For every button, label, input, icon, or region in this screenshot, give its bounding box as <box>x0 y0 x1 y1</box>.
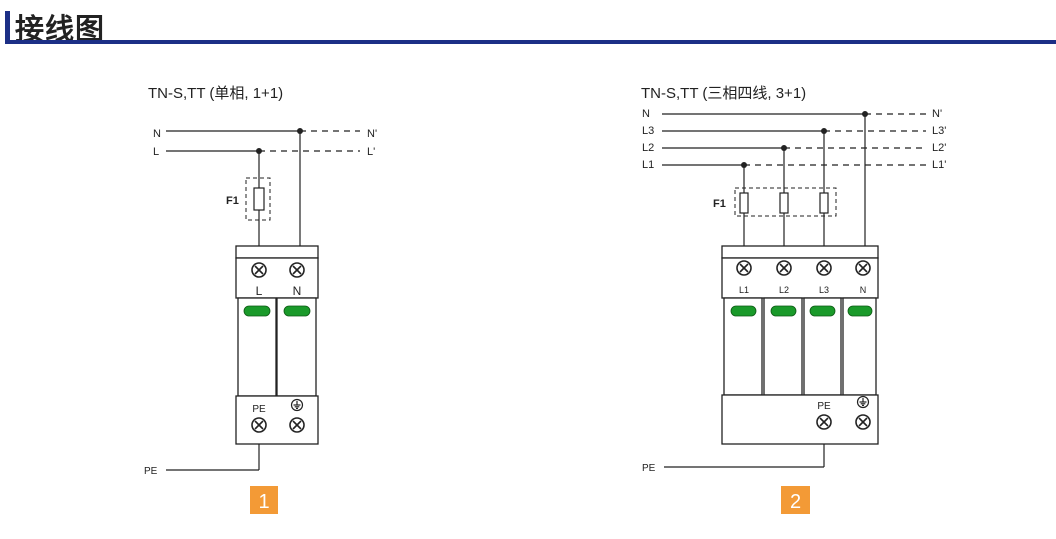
status-indicator <box>770 305 797 317</box>
ground-icon <box>290 398 304 412</box>
figure-number: 2 <box>790 491 801 513</box>
label-l1-out: L1' <box>932 159 946 171</box>
spd-device-3p: L1 L2 L3 N PE <box>721 245 879 445</box>
fuse-box <box>734 187 837 217</box>
status-indicator <box>243 305 271 317</box>
terminal-label-n: N <box>293 284 302 298</box>
label-n-out: N' <box>367 128 377 140</box>
header-divider <box>5 40 1056 44</box>
diagram1-title: TN-S,TT (单相, 1+1) <box>148 85 283 102</box>
terminal-label-l1: L1 <box>739 285 749 295</box>
fuse-label: F1 <box>226 195 239 207</box>
label-l1-in: L1 <box>642 159 654 171</box>
pe-terminal-label: PE <box>252 404 266 415</box>
fuse-label: F1 <box>713 198 726 210</box>
diagram2-title: TN-S,TT (三相四线, 3+1) <box>641 85 806 102</box>
terminal-label-l: L <box>256 284 263 298</box>
fuse-box <box>245 177 271 221</box>
spd-device-1p: L N PE <box>235 245 319 445</box>
terminal-screw-icon <box>855 414 871 430</box>
status-indicator <box>847 305 873 317</box>
fuse-icon <box>739 192 749 214</box>
fuse-icon <box>253 187 265 211</box>
label-l-in: L <box>153 146 159 158</box>
label-l2-in: L2 <box>642 142 654 154</box>
status-indicator <box>809 305 836 317</box>
diagram-three-phase: TN-S,TT (三相四线, 3+1) N L3 L2 L1 N' L3' L2… <box>641 85 946 514</box>
label-l3-in: L3 <box>642 125 654 137</box>
terminal-screw-icon <box>251 262 267 278</box>
label-n-out: N' <box>932 108 942 120</box>
label-l-out: L' <box>367 146 375 158</box>
figure-number-badge <box>781 486 810 514</box>
ground-icon <box>856 395 870 409</box>
figure-number-badge <box>250 486 278 514</box>
fuse-icon <box>819 192 829 214</box>
terminal-screw-icon <box>855 260 871 276</box>
terminal-screw-icon <box>816 260 832 276</box>
terminal-screw-icon <box>289 262 305 278</box>
figure-number: 1 <box>258 491 269 513</box>
diagram-single-phase: TN-S,TT (单相, 1+1) N L N' L' F1 L N <box>144 85 377 514</box>
page-header: 接线图 <box>0 0 1056 46</box>
pe-label: PE <box>642 463 656 474</box>
terminal-screw-icon <box>251 417 267 433</box>
terminal-screw-icon <box>776 260 792 276</box>
label-l2-out: L2' <box>932 142 946 154</box>
fuse-icon <box>779 192 789 214</box>
label-n-in: N <box>642 108 650 120</box>
label-l3-out: L3' <box>932 125 946 137</box>
pe-terminal-label: PE <box>817 401 831 412</box>
header-accent-bar <box>5 11 10 41</box>
terminal-label-l2: L2 <box>779 285 789 295</box>
status-indicator <box>283 305 311 317</box>
terminal-screw-icon <box>816 414 832 430</box>
terminal-screw-icon <box>736 260 752 276</box>
terminal-label-l3: L3 <box>819 285 829 295</box>
terminal-label-n: N <box>860 285 867 295</box>
pe-label: PE <box>144 466 158 477</box>
terminal-screw-icon <box>289 417 305 433</box>
status-indicator <box>730 305 757 317</box>
label-n-in: N <box>153 128 161 140</box>
